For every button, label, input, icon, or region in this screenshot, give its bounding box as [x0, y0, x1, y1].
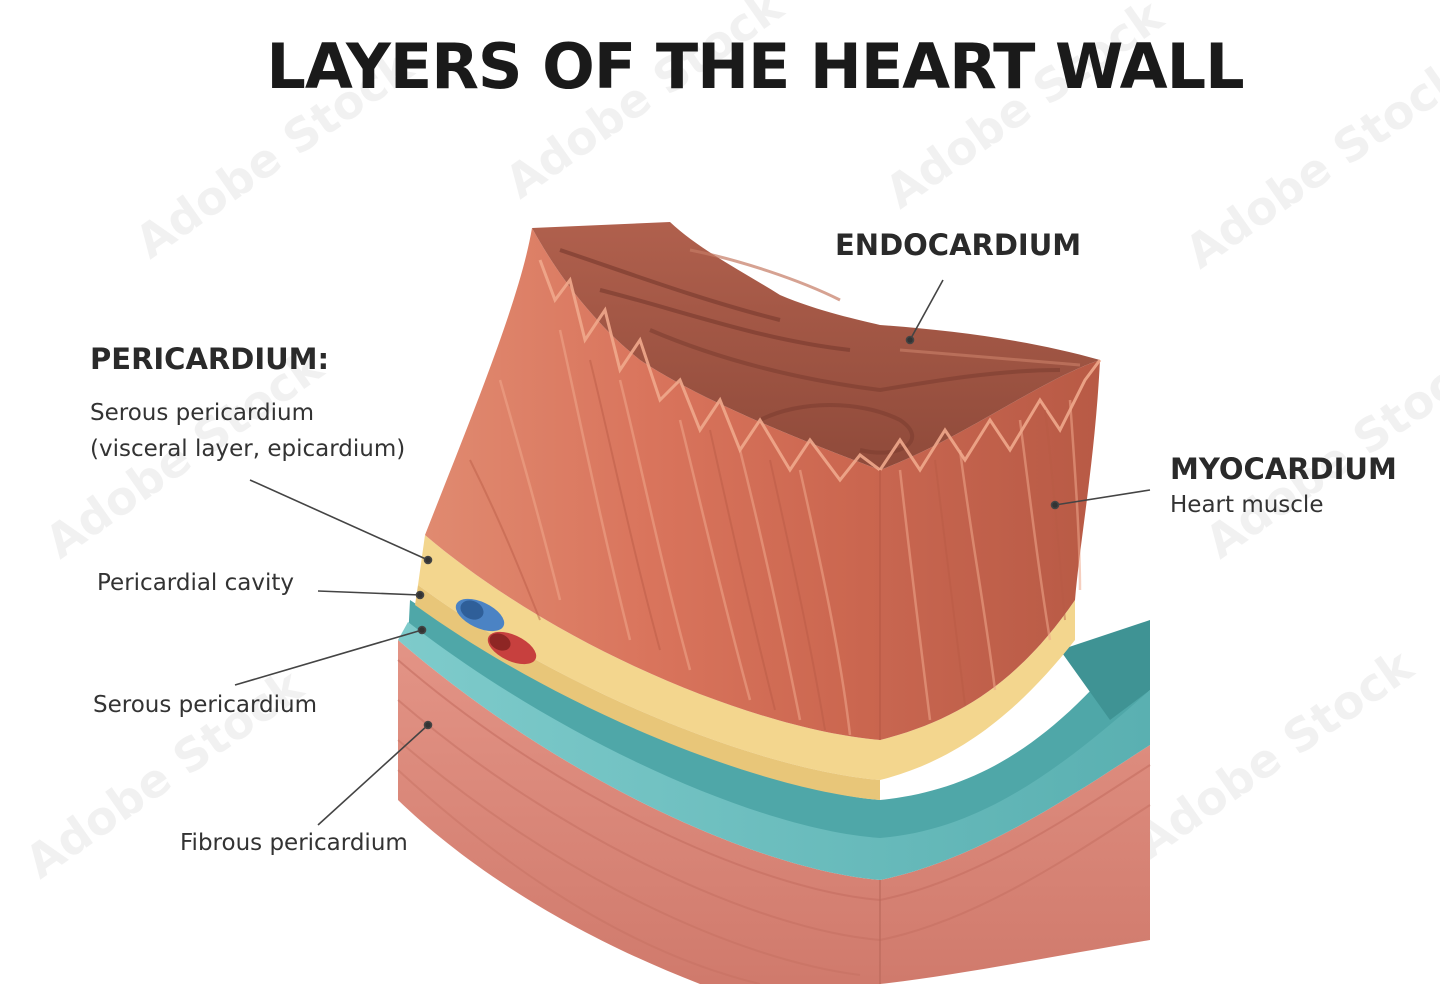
- pericardial-cavity-leader: [317, 590, 421, 596]
- serous-visceral-label-line2: (visceral layer, epicardium): [90, 436, 406, 462]
- fibrous-pericardium-leader: [317, 724, 429, 826]
- serous-visceral-leader-dot: [423, 555, 433, 565]
- fibrous-pericardium-layer: [397, 640, 1151, 984]
- endocardium-label: ENDOCARDIUM: [835, 228, 1082, 262]
- epicardium-layer: [415, 535, 1075, 800]
- myocardium-leader-dot: [1050, 500, 1060, 510]
- pericardium-heading: PERICARDIUM:: [90, 342, 330, 376]
- myocardium-leader: [1054, 489, 1151, 506]
- endocardium-leader-dot: [905, 335, 915, 345]
- fibrous-pericardium-leader-dot: [423, 720, 433, 730]
- serous-pericardium-layer: [398, 600, 1150, 880]
- pericardial-cavity-label: Pericardial cavity: [97, 570, 294, 596]
- pericardial-cavity-leader-dot: [415, 590, 425, 600]
- serous-pericardium-leader-dot: [417, 625, 427, 635]
- leader-lines: [234, 279, 1151, 826]
- page-title: LAYERS OF THE HEART WALL: [266, 30, 1244, 103]
- myocardium-label: MYOCARDIUM: [1170, 452, 1397, 486]
- serous-pericardium-label: Serous pericardium: [93, 692, 318, 718]
- myocardium-block: [425, 222, 1102, 740]
- serous-pericardium-leader: [234, 629, 423, 686]
- watermark-text-9: Adobe Stock: [1125, 638, 1423, 869]
- serous-visceral-leader: [249, 479, 429, 561]
- endocardium-leader: [909, 279, 944, 341]
- fibrous-pericardium-label: Fibrous pericardium: [180, 830, 408, 856]
- serous-visceral-label-line1: Serous pericardium: [90, 400, 315, 426]
- blood-vessels: [455, 598, 537, 665]
- heart-muscle-label: Heart muscle: [1170, 492, 1324, 518]
